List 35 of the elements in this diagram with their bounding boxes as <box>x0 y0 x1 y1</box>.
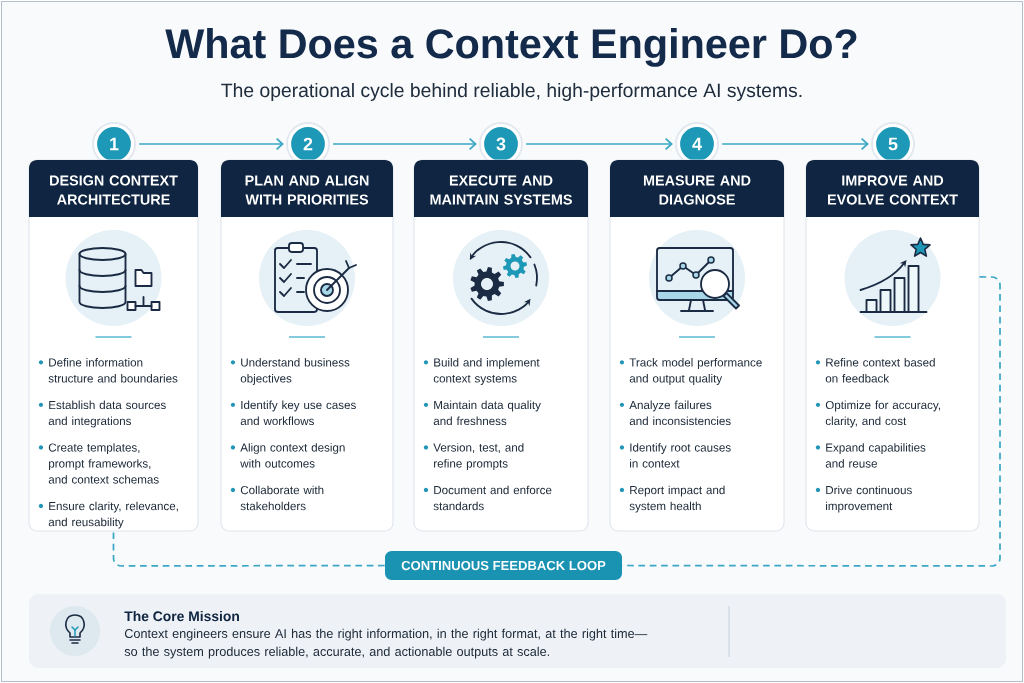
panel-heading: The Core Mission <box>124 610 239 622</box>
bullet-text: Analyze failures and inconsistencies <box>629 400 731 426</box>
pill-label: CONTINUOUS FEEDBACK LOOP <box>385 551 622 580</box>
connector-line <box>112 530 386 567</box>
card-header: MEASURE AND DIAGNOSE <box>610 160 784 217</box>
card-header: PLAN AND ALIGN WITH PRIORITIES <box>221 160 393 217</box>
bullet-text: Establish data sources and integrations <box>48 400 166 428</box>
bullet-text: Ensure clarity, relevance, and reusability <box>48 501 178 529</box>
bullet-text: Identify root causes in context <box>630 443 731 468</box>
bullet-text: Expand capabilities and reuse <box>825 443 926 468</box>
card-header: EXECUTE AND MAINTAIN SYSTEMS <box>414 160 588 217</box>
bullet-text: Report impact and system health <box>629 485 725 513</box>
arrow <box>332 137 477 151</box>
title: What Does a Context Engineer Do? <box>165 28 857 67</box>
bullet-text: Collaborate with stakeholders <box>240 485 324 511</box>
bullet-text: Version, test, and refine prompts <box>433 443 524 470</box>
bullet-text: Drive continuous improvement <box>826 485 912 513</box>
bullet-text: Track model performance and output quality <box>629 358 762 385</box>
bullet-text: Align context design with outcomes <box>240 443 345 468</box>
card-header: IMPROVE AND EVOLVE CONTEXT <box>806 160 979 217</box>
bullet-text: Understand business objectives <box>240 358 350 385</box>
bullet-text: Build and implement context systems <box>433 358 540 385</box>
card-header: DESIGN CONTEXT ARCHITECTURE <box>29 160 198 217</box>
bullet-text: Refine context based on feedback <box>825 358 935 383</box>
bullet-text: Optimize for accuracy, clarity, and cost <box>825 400 941 428</box>
bullet-text: Maintain data quality and freshness <box>433 400 541 426</box>
arrow <box>525 137 673 151</box>
bullet-text: Create templates, prompt frameworks, and context schemas <box>48 443 159 484</box>
subtitle: The operational cycle behind reliable, high-performance AI systems. <box>221 83 802 101</box>
body-text: Context engineers ensure AI has the right information, in the right format, at the right time— so the system produces reliable, accurate, and actionable outputs at scale. <box>124 628 648 659</box>
bullet-text: Identify key use cases and workflows <box>240 400 356 426</box>
bullet-text: Document and enforce standards <box>433 485 552 511</box>
arrow <box>138 137 284 151</box>
bullet-text: Define information structure and boundaries <box>48 358 178 383</box>
arrow <box>721 137 869 151</box>
